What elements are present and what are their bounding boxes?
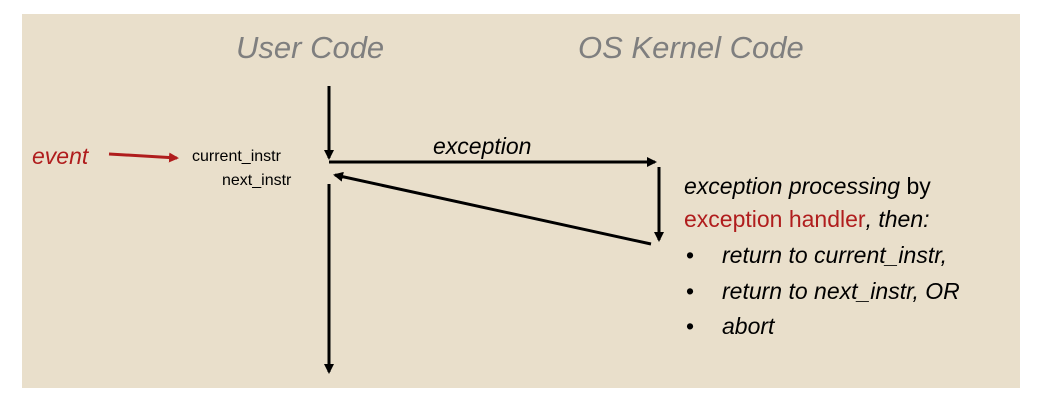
exception-processing-text: exception processing	[684, 173, 901, 199]
return-arrow	[333, 171, 652, 246]
exception-handler-text: exception handler	[684, 206, 866, 232]
bullet-icon: •	[686, 278, 695, 304]
exception-label: exception	[433, 133, 532, 159]
event-arrow	[108, 152, 179, 163]
bullet-icon: •	[686, 242, 695, 268]
current-instr-label: current_instr	[192, 148, 281, 165]
bullet-item: • return to next_instr, OR	[686, 278, 960, 305]
bullet-text: abort	[722, 313, 775, 339]
processing-line-2: exception handler, then:	[684, 206, 930, 233]
processing-line-1: exception processing by	[684, 173, 931, 200]
event-label: event	[32, 143, 89, 169]
bullet-text: return to next_instr, OR	[722, 278, 960, 304]
then-text: , then:	[865, 206, 930, 232]
by-text: by	[900, 173, 931, 199]
next-instr-label: next_instr	[222, 172, 292, 189]
bullet-text: return to current_instr,	[722, 242, 947, 268]
bullet-item: • return to current_instr,	[686, 242, 947, 269]
user-code-header: User Code	[236, 30, 385, 65]
bullet-icon: •	[686, 313, 695, 339]
bullet-item: • abort	[686, 313, 774, 340]
diagram-canvas	[22, 14, 1020, 388]
os-kernel-code-header: OS Kernel Code	[578, 30, 804, 65]
